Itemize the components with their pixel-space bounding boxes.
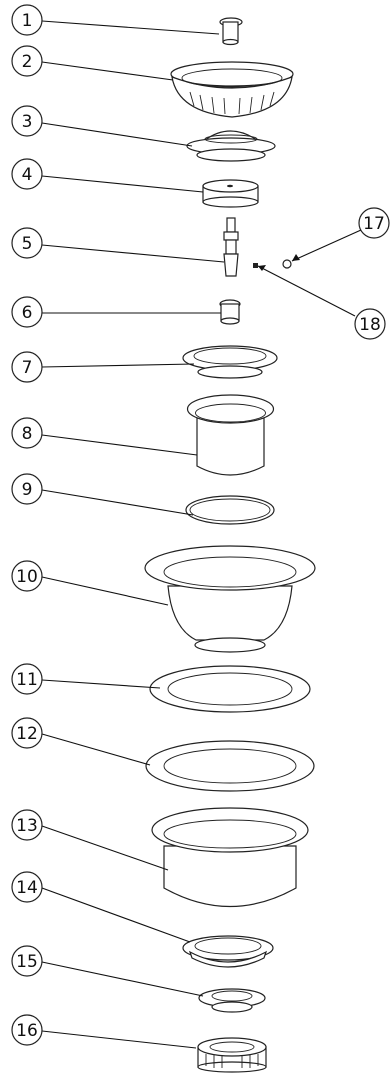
- callout-10-label: 10: [16, 567, 38, 587]
- callout-4: 4: [11, 158, 43, 190]
- callout-17-label: 17: [363, 214, 385, 234]
- callout-11: 11: [11, 663, 43, 695]
- part-13-housing: [151, 807, 309, 907]
- callout-13-label: 13: [16, 816, 38, 836]
- callout-15-label: 15: [16, 952, 38, 972]
- callout-18-label: 18: [359, 315, 381, 335]
- callout-3-label: 3: [22, 112, 33, 132]
- callout-1: 1: [11, 4, 43, 36]
- callout-1-label: 1: [22, 11, 33, 31]
- part-8-body: [186, 394, 275, 476]
- part-1-knob: [219, 17, 243, 46]
- part-11-washer: [149, 665, 311, 713]
- part-9-gasket: [185, 495, 275, 525]
- part-18-pin: [253, 263, 258, 268]
- callout-13: 13: [11, 809, 43, 841]
- callout-4-label: 4: [22, 165, 33, 185]
- callout-15: 15: [11, 945, 43, 977]
- callout-16-label: 16: [16, 1021, 38, 1041]
- part-2-basket: [170, 61, 294, 118]
- callout-14: 14: [11, 871, 43, 903]
- callout-8-label: 8: [22, 424, 33, 444]
- part-15-collar: [198, 988, 266, 1013]
- part-3-cap: [186, 130, 276, 162]
- part-12-gasket: [145, 740, 315, 792]
- part-16-threaded-nut: [197, 1037, 267, 1073]
- callout-8: 8: [11, 417, 43, 449]
- part-6-bushing: [219, 299, 241, 325]
- callout-5-label: 5: [22, 234, 33, 254]
- callout-12: 12: [11, 717, 43, 749]
- callout-9: 9: [11, 473, 43, 505]
- callout-7: 7: [11, 351, 43, 383]
- callout-7-label: 7: [22, 358, 33, 378]
- callout-9-label: 9: [22, 480, 33, 500]
- callout-12-label: 12: [16, 724, 38, 744]
- callout-11-label: 11: [16, 670, 38, 690]
- part-17-ring: [282, 259, 292, 269]
- part-14-nut: [182, 935, 274, 968]
- callout-2-label: 2: [22, 52, 33, 72]
- callout-6-label: 6: [22, 303, 33, 323]
- part-5-stem: [223, 217, 239, 277]
- callout-14-label: 14: [16, 878, 38, 898]
- callout-10: 10: [11, 560, 43, 592]
- part-10-sink-flange: [144, 545, 316, 653]
- callout-16: 16: [11, 1014, 43, 1046]
- leader-lines: [41, 20, 362, 1049]
- callout-6: 6: [11, 296, 43, 328]
- part-4-plug: [202, 179, 259, 208]
- callout-2: 2: [11, 45, 43, 77]
- part-7-flange: [182, 345, 278, 379]
- callout-18: 18: [354, 308, 386, 340]
- callout-3: 3: [11, 105, 43, 137]
- callout-17: 17: [358, 207, 390, 239]
- callout-5: 5: [11, 227, 43, 259]
